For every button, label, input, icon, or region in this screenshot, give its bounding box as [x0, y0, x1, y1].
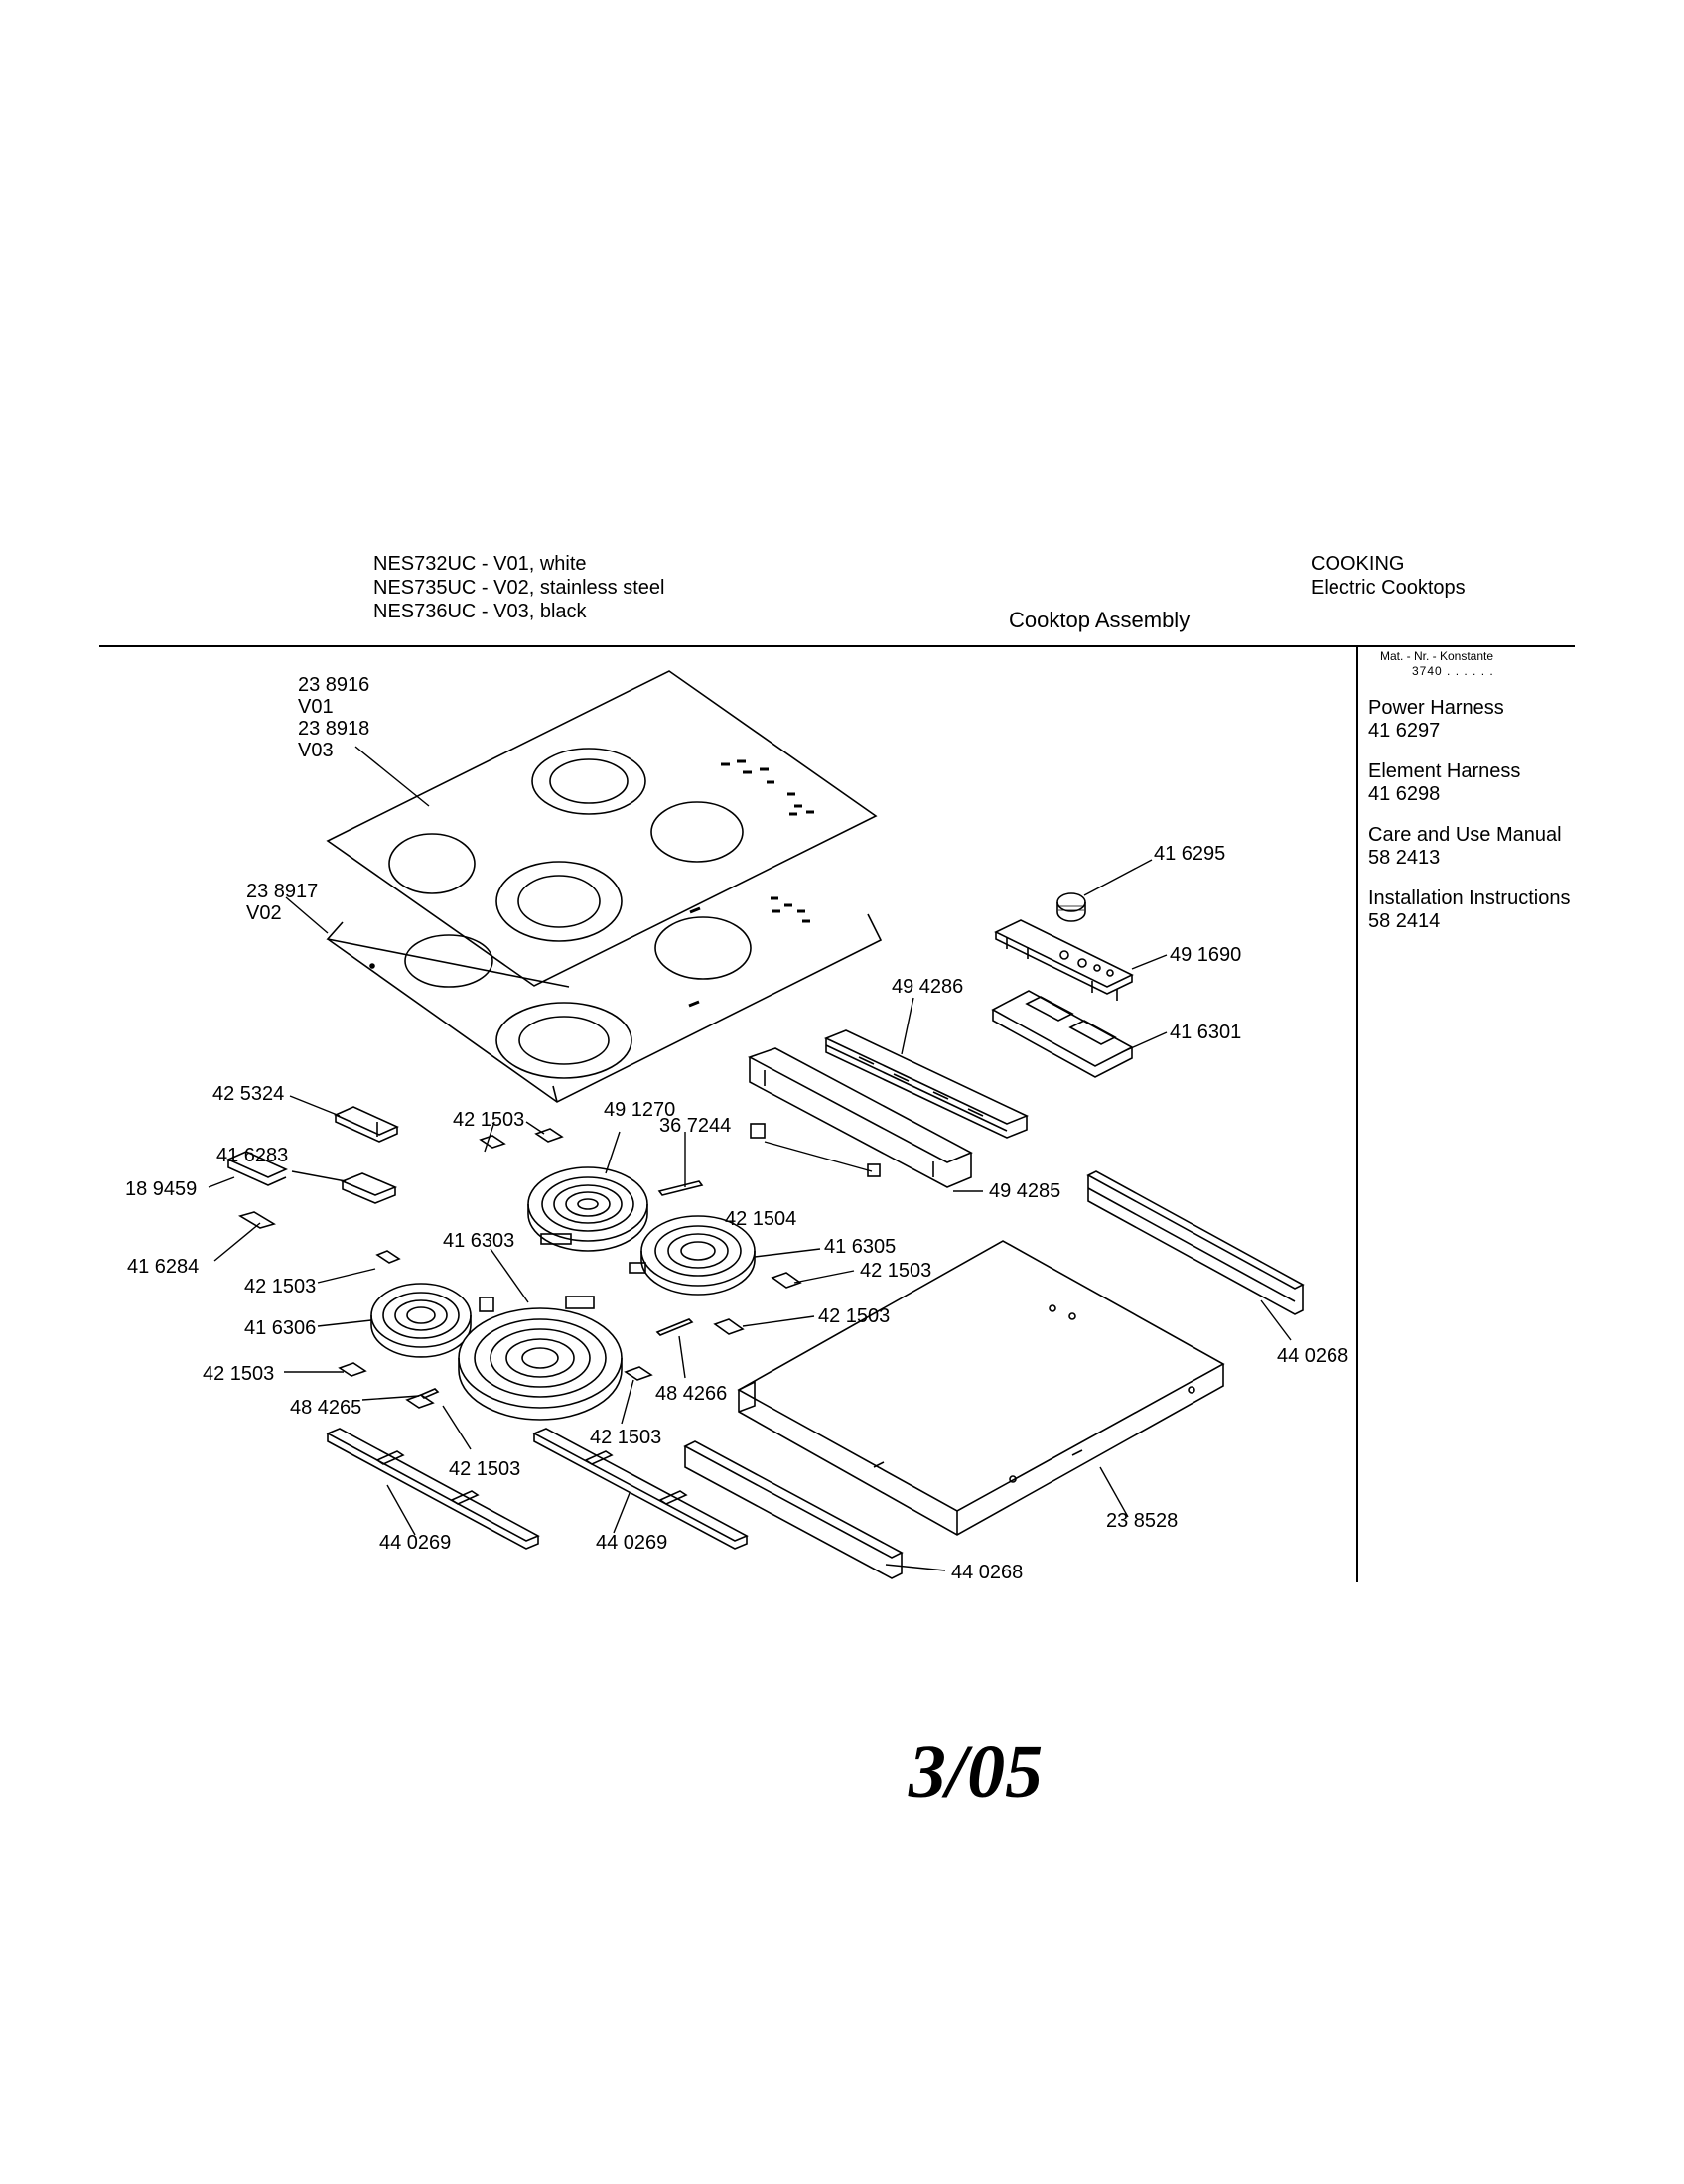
callout-connector-left: 41 6284	[127, 1256, 199, 1278]
board-bracket	[991, 990, 1134, 1078]
sidebar-item-number: 58 2413	[1368, 847, 1441, 869]
callout-rear-panel: 49 4285	[989, 1180, 1060, 1202]
clip-left	[226, 1151, 288, 1186]
callout-element-small: 41 6306	[244, 1317, 316, 1339]
callout-knob: 41 6295	[1154, 843, 1225, 865]
sidebar-item-label: Power Harness	[1368, 697, 1504, 719]
callout-clip-g: 42 1503	[449, 1458, 520, 1480]
side-rail-right	[1086, 1170, 1305, 1315]
callout-clip-left: 18 9459	[125, 1178, 197, 1200]
subcategory-label: Electric Cooktops	[1311, 577, 1466, 599]
callout-element-rear-right: 41 6305	[824, 1236, 896, 1258]
support-bar-left	[419, 1388, 440, 1399]
clip-e	[338, 1362, 367, 1377]
callout-element-large: 41 6303	[443, 1230, 514, 1252]
callout-side-rail-front: 44 0268	[951, 1562, 1023, 1583]
sensor	[657, 1180, 704, 1196]
leader-lines	[208, 746, 1292, 1571]
glass-top-v02	[326, 896, 883, 1103]
callout-clip-c: 42 1503	[244, 1276, 316, 1297]
callout-clip-f: 42 1503	[590, 1427, 661, 1448]
callout-board-bracket: 41 6301	[1170, 1022, 1241, 1043]
glass-top-v01-v03	[326, 670, 878, 987]
element-small	[370, 1283, 494, 1358]
callout-clip-a: 42 1503	[453, 1109, 524, 1131]
callout-clip-b: 42 1503	[860, 1260, 931, 1282]
model-line: NES735UC - V02, stainless steel	[373, 577, 665, 599]
callout-front-rail-2: 44 0269	[596, 1532, 667, 1554]
switch	[750, 1123, 881, 1177]
sidebar-item-label: Care and Use Manual	[1368, 824, 1562, 846]
callout-rear-rail: 49 4286	[892, 976, 963, 998]
page-title: Cooktop Assembly	[1009, 608, 1191, 632]
front-rail-1	[326, 1428, 540, 1550]
mat-nr-value: 3740 . . . . . .	[1412, 664, 1494, 678]
support-bar-right	[655, 1318, 694, 1336]
date-stamp: 3/05	[909, 1730, 1044, 1814]
callout-bracket-mid: 41 6283	[216, 1145, 288, 1166]
sidebar-item-element-harness: Element Harness 41 6298	[1368, 760, 1582, 806]
callout-bracket-top: 42 5324	[212, 1083, 284, 1105]
sidebar-item-label: Installation Instructions	[1368, 887, 1571, 909]
sidebar-item-care-manual: Care and Use Manual 58 2413	[1368, 824, 1582, 870]
clip-a	[479, 1128, 564, 1149]
callout-sensor: 36 7244	[659, 1115, 731, 1137]
callout-clip-d: 42 1503	[818, 1305, 890, 1327]
clip-f	[624, 1366, 653, 1381]
knob	[1056, 892, 1086, 922]
front-rail-2	[532, 1428, 749, 1550]
sidebar: Mat. - Nr. - Konstante 3740 . . . . . . …	[1368, 649, 1582, 933]
connector-left	[238, 1211, 276, 1229]
callout-support-bar-left: 48 4265	[290, 1397, 361, 1419]
clip-b	[375, 1250, 401, 1264]
sidebar-item-installation: Installation Instructions 58 2414	[1368, 887, 1582, 933]
callout-element-rear-left: 49 1270	[604, 1099, 675, 1121]
model-list: NES732UC - V01, white NES735UC - V02, st…	[373, 552, 664, 623]
sidebar-item-number: 58 2414	[1368, 910, 1441, 932]
callout-labels: 23 8916 V01 23 8918 V03 23 8917 V02 41 6…	[125, 674, 1348, 1583]
sidebar-divider	[1356, 647, 1358, 1582]
callout-glass-top-v02-part: 23 8917	[246, 881, 318, 902]
sidebar-item-number: 41 6297	[1368, 720, 1441, 742]
category-label: COOKING	[1311, 553, 1405, 575]
sidebar-item-label: Element Harness	[1368, 760, 1521, 782]
callout-side-rail-right: 44 0268	[1277, 1345, 1348, 1367]
bracket-mid	[340, 1172, 398, 1204]
category-block: COOKING Electric Cooktops	[1311, 552, 1466, 600]
callout-clip-e: 42 1503	[203, 1363, 274, 1385]
model-line: NES732UC - V01, white	[373, 553, 587, 575]
bracket-top	[334, 1106, 399, 1143]
callout-switch: 42 1504	[725, 1208, 796, 1230]
element-large	[458, 1296, 623, 1421]
rear-panel	[748, 1047, 973, 1188]
mat-nr-label: Mat. - Nr. - Konstante	[1380, 649, 1494, 663]
mat-nr-block: Mat. - Nr. - Konstante 3740 . . . . . .	[1368, 649, 1582, 679]
callout-front-rail-1: 44 0269	[379, 1532, 451, 1554]
callout-glass-top-v01-part: 23 8916	[298, 674, 369, 696]
element-rear-right	[629, 1215, 756, 1296]
clip-d	[713, 1318, 745, 1335]
control-board	[994, 919, 1134, 1001]
rear-rail	[823, 1029, 1030, 1139]
sidebar-item-number: 41 6298	[1368, 783, 1441, 805]
clip-c	[771, 1272, 802, 1289]
tray	[737, 1240, 1225, 1536]
element-rear-left	[527, 1166, 648, 1252]
callout-support-bar-right: 48 4266	[655, 1383, 727, 1405]
callout-control-board: 49 1690	[1170, 944, 1241, 966]
callout-glass-top-v01-variant: V01	[298, 696, 334, 718]
header-divider	[99, 645, 1575, 647]
sidebar-item-power-harness: Power Harness 41 6297	[1368, 697, 1582, 743]
model-line: NES736UC - V03, black	[373, 601, 587, 622]
callout-glass-top-v02-variant: V02	[246, 902, 282, 924]
callout-glass-top-v03-variant: V03	[298, 740, 334, 761]
callout-tray: 23 8528	[1106, 1510, 1178, 1532]
callout-glass-top-v03-part: 23 8918	[298, 718, 369, 740]
